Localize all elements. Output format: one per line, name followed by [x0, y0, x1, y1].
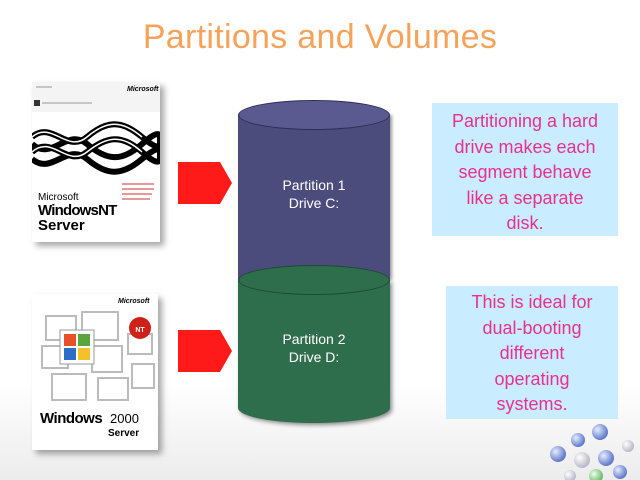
- right-arrow-icon: [178, 330, 232, 372]
- windows-2000-logo-art: Microsoft NT Windows 2000 S: [32, 294, 158, 450]
- windows-2000-server-box-image: Microsoft NT Windows 2000 S: [32, 294, 158, 450]
- partition-2-name: Partition 2: [282, 331, 346, 347]
- partition-2-segment: [238, 280, 390, 423]
- partition-1-drive: Drive C:: [288, 195, 340, 211]
- nt-server-text: Server: [38, 217, 85, 234]
- callout-1-line: disk.: [506, 213, 544, 233]
- w2k-badge-text: NT: [135, 327, 145, 334]
- decorative-bubbles-icon: [550, 424, 634, 480]
- w2k-windows-text: Windows: [40, 410, 102, 427]
- callout-2-line: systems.: [496, 394, 568, 414]
- callout-1-line: segment behave: [458, 162, 592, 182]
- cylinder-top: [238, 100, 390, 130]
- partition-1-segment: [238, 115, 390, 280]
- partition-boundary: [238, 265, 390, 295]
- nt-microsoft-text: Microsoft: [38, 192, 79, 203]
- callout-partitioning: Partitioning a hard drive makes each seg…: [432, 103, 618, 236]
- callout-1-line: like a separate: [466, 187, 584, 208]
- partition-1-name: Partition 1: [282, 177, 346, 193]
- callout-1-line: drive makes each: [454, 136, 596, 157]
- callout-dual-booting: This is ideal for dual-booting different…: [446, 286, 618, 419]
- nt-windowsnt-text: WindowsNT: [38, 202, 117, 219]
- w2k-server-text: Server: [108, 428, 139, 439]
- partition-2-label: Partition 2 Drive D:: [238, 330, 390, 366]
- callout-2-line: operating: [494, 368, 570, 389]
- right-arrow-icon: [178, 162, 232, 204]
- callout-2-line: This is ideal for: [471, 292, 593, 312]
- partition-1-label: Partition 1 Drive C:: [238, 176, 390, 212]
- nt-brand-text: Microsoft: [127, 86, 159, 93]
- slide-title: Partitions and Volumes: [142, 18, 498, 56]
- partition-2-drive: Drive D:: [288, 349, 340, 365]
- windows-nt-logo-art: Microsoft Microsoft WindowsNT Server: [32, 82, 160, 242]
- w2k-year-text: 2000: [110, 411, 139, 426]
- callout-1-line: Partitioning a hard: [451, 111, 599, 131]
- callout-2-line: different: [499, 343, 565, 363]
- callout-2-line: dual-booting: [482, 317, 582, 338]
- windows-nt-server-box-image: Microsoft Microsoft WindowsNT Server: [32, 82, 160, 242]
- w2k-brand-text: Microsoft: [118, 298, 150, 305]
